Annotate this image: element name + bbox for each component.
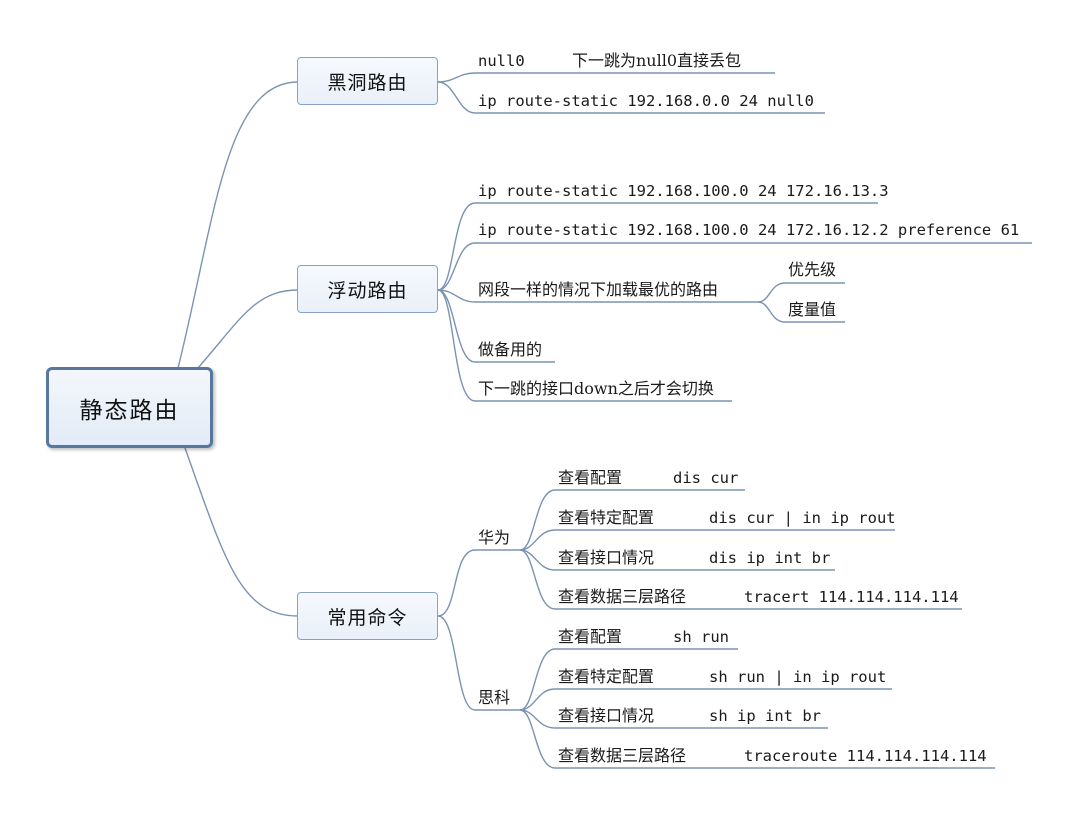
subtopic-metric[interactable]: 度量值: [788, 300, 837, 319]
topic-commands-label: 常用命令: [327, 606, 408, 629]
edge-cs-2: [519, 709, 556, 729]
central-topic-box[interactable]: 静态路由: [46, 367, 213, 448]
cs-trace-path-label[interactable]: 查看数据三层路径: [558, 746, 687, 765]
edge-cs-1: [519, 688, 556, 711]
cs-view-specific-label[interactable]: 查看特定配置: [558, 667, 655, 686]
subtopic-priority[interactable]: 优先级: [788, 260, 837, 279]
subtopic-cisco[interactable]: 思科: [478, 688, 511, 707]
edge-root-floating: [197, 289, 299, 369]
topic-floating-label: 浮动路由: [327, 279, 408, 302]
subtopic-huawei[interactable]: 华为: [478, 528, 511, 547]
edge-cmd-cisco: [437, 615, 476, 711]
edge-fl-metric: [757, 301, 786, 323]
edge-fl-switch: [437, 289, 476, 402]
topic-floating-route[interactable]: 浮动路由: [297, 265, 438, 313]
edge-fl-same: [437, 289, 476, 303]
edge-fl-cmd1: [437, 202, 476, 291]
hw-view-interface-cmd: dis ip int br: [709, 549, 831, 567]
edge-cs-3: [519, 709, 556, 769]
subtopic-switch[interactable]: 下一跳的接口down之后才会切换: [478, 379, 714, 398]
topic-common-commands[interactable]: 常用命令: [297, 592, 438, 640]
edge-cs-0: [519, 648, 556, 711]
edge-hw-3: [519, 549, 556, 610]
subtopic-same-segment[interactable]: 网段一样的情况下加载最优的路由: [478, 280, 719, 299]
subtopic-blackhole-cmd[interactable]: ip route-static 192.168.0.0 24 null0: [478, 92, 814, 110]
subtopic-floating-cmd2[interactable]: ip route-static 192.168.100.0 24 172.16.…: [478, 221, 1020, 239]
hw-trace-path-label[interactable]: 查看数据三层路径: [558, 587, 687, 606]
edge-bh-cmd: [437, 81, 476, 114]
cs-view-config-label[interactable]: 查看配置: [558, 627, 623, 646]
edge-cmd-huawei: [437, 549, 476, 617]
cs-view-interface-label[interactable]: 查看接口情况: [558, 706, 655, 725]
subtopic-floating-cmd1[interactable]: ip route-static 192.168.100.0 24 172.16.…: [478, 182, 889, 200]
edge-fl-priority: [757, 282, 786, 303]
central-topic-label: 静态路由: [79, 397, 180, 424]
subtopic-null0-desc[interactable]: 下一跳为null0直接丢包: [572, 51, 742, 70]
cs-view-specific-cmd: sh run | in ip rout: [709, 668, 887, 686]
hw-view-specific-label[interactable]: 查看特定配置: [558, 508, 655, 527]
subtopic-null0[interactable]: null0: [478, 52, 525, 70]
hw-view-specific-cmd: dis cur | in ip rout: [709, 509, 896, 527]
hw-view-interface-label[interactable]: 查看接口情况: [558, 548, 655, 567]
edge-hw-1: [519, 529, 556, 551]
cs-view-interface-cmd: sh ip int br: [709, 707, 821, 725]
hw-view-config-label[interactable]: 查看配置: [558, 468, 623, 487]
cs-trace-path-cmd: traceroute 114.114.114.114: [744, 747, 987, 765]
hw-trace-path-cmd: tracert 114.114.114.114: [744, 588, 959, 606]
topic-blackhole-label: 黑洞路由: [327, 71, 408, 94]
cs-view-config-cmd: sh run: [673, 628, 729, 646]
edge-fl-cmd2: [437, 242, 476, 291]
hw-view-config-cmd: dis cur: [673, 469, 739, 487]
subtopic-backup[interactable]: 做备用的: [478, 340, 543, 359]
edge-root-blackhole: [177, 81, 299, 369]
edge-bh-null0: [437, 72, 476, 83]
edge-hw-0: [519, 489, 556, 551]
edge-fl-backup: [437, 289, 476, 363]
edge-root-commands: [184, 447, 299, 617]
topic-blackhole-route[interactable]: 黑洞路由: [297, 57, 438, 105]
edge-hw-2: [519, 549, 556, 571]
